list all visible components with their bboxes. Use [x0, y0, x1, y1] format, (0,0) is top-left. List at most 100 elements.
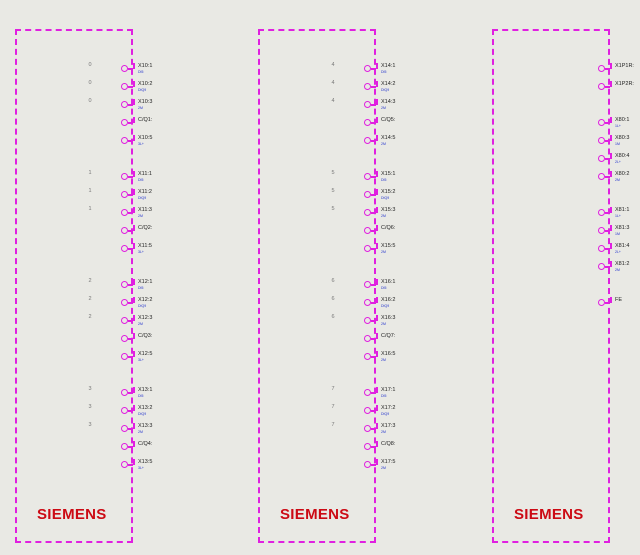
terminal-circle-icon [364, 389, 371, 396]
terminal-sublabel: DIQ9 [381, 304, 390, 308]
terminal-label: C/Q3: [138, 333, 153, 339]
terminal-circle-icon [598, 245, 605, 252]
terminal-circle-icon [598, 263, 605, 270]
terminal-circle-icon [364, 281, 371, 288]
terminal-label: X15:1 [381, 171, 396, 177]
module-2-outline [258, 29, 376, 543]
channel-number: 6 [331, 278, 335, 284]
terminal-label: C/Q1: [138, 117, 153, 123]
siemens-logo-2: SIEMENS [280, 506, 350, 523]
terminal-sublabel: 1M [615, 232, 620, 236]
channel-number: 2 [88, 314, 92, 320]
terminal-label: X17:2 [381, 405, 396, 411]
terminal-stub-icon [128, 248, 133, 250]
terminal-stub-icon [128, 230, 133, 232]
terminal-stub-icon [128, 284, 133, 286]
terminal-riser-icon [376, 243, 378, 249]
terminal-sublabel: 2M [381, 466, 386, 470]
terminal-circle-icon [121, 299, 128, 306]
terminal-stub-icon [371, 140, 376, 142]
terminal-sublabel: DIQ9 [138, 196, 147, 200]
terminal-riser-icon [133, 189, 135, 195]
terminal-stub-icon [605, 140, 610, 142]
terminal-sublabel: 2M [381, 322, 386, 326]
terminal-sublabel: 1L+ [615, 214, 621, 218]
terminal-pin: C/Q3: [121, 332, 241, 350]
terminal-sublabel: 2M [615, 268, 620, 272]
terminal-circle-icon [121, 281, 128, 288]
terminal-sublabel: DI5 [381, 178, 387, 182]
terminal-label: X16:2 [381, 297, 396, 303]
terminal-riser-icon [133, 387, 135, 393]
terminal-label: X11:3 [138, 207, 152, 213]
terminal-sublabel: 2L+ [615, 160, 621, 164]
terminal-pin: C/Q5: [364, 116, 484, 134]
terminal-stub-icon [605, 122, 610, 124]
terminal-pin: C/Q1: [121, 116, 241, 134]
terminal-circle-icon [121, 209, 128, 216]
terminal-sublabel: 2L+ [615, 250, 621, 254]
terminal-label: C/Q8: [381, 441, 396, 447]
terminal-sublabel: DI5 [138, 394, 144, 398]
terminal-sublabel: DIQ9 [381, 196, 390, 200]
terminal-label: X1P2R: [615, 81, 634, 87]
terminal-sublabel: 2M [381, 214, 386, 218]
terminal-stub-icon [605, 302, 610, 304]
terminal-circle-icon [364, 407, 371, 414]
terminal-stub-icon [371, 410, 376, 412]
terminal-stub-icon [371, 302, 376, 304]
terminal-riser-icon [133, 315, 135, 321]
channel-number: 3 [88, 404, 92, 410]
terminal-stub-icon [128, 356, 133, 358]
terminal-label: FE [615, 297, 623, 303]
terminal-riser-icon [610, 171, 612, 177]
terminal-label: X11:1 [138, 171, 152, 177]
terminal-pin: C/Q6: [364, 224, 484, 242]
terminal-circle-icon [121, 245, 128, 252]
terminal-label: X14:1 [381, 63, 396, 69]
terminal-label: X13:1 [138, 387, 153, 393]
terminal-label: X81:1 [615, 207, 630, 213]
terminal-riser-icon [610, 261, 612, 267]
terminal-label: C/Q2: [138, 225, 153, 231]
terminal-circle-icon [364, 425, 371, 432]
terminal-sublabel: 1L+ [615, 124, 621, 128]
terminal-circle-icon [121, 425, 128, 432]
terminal-stub-icon [605, 212, 610, 214]
terminal-stub-icon [128, 68, 133, 70]
terminal-riser-icon [133, 225, 135, 231]
terminal-pin: FE [598, 296, 640, 314]
terminal-riser-icon [376, 135, 378, 141]
terminal-circle-icon [364, 137, 371, 144]
terminal-stub-icon [128, 86, 133, 88]
terminal-circle-icon [121, 443, 128, 450]
terminal-stub-icon [371, 464, 376, 466]
terminal-sublabel: 2M [381, 142, 386, 146]
terminal-riser-icon [133, 351, 135, 357]
terminal-riser-icon [610, 243, 612, 249]
terminal-stub-icon [371, 212, 376, 214]
terminal-label: X81:4 [615, 243, 630, 249]
terminal-stub-icon [605, 266, 610, 268]
terminal-label: X11:5 [138, 243, 152, 249]
terminal-riser-icon [133, 135, 135, 141]
siemens-logo-3: SIEMENS [514, 506, 584, 523]
terminal-sublabel: 3L+ [138, 142, 144, 146]
terminal-sublabel: 2M [381, 430, 386, 434]
terminal-circle-icon [121, 83, 128, 90]
terminal-stub-icon [371, 284, 376, 286]
